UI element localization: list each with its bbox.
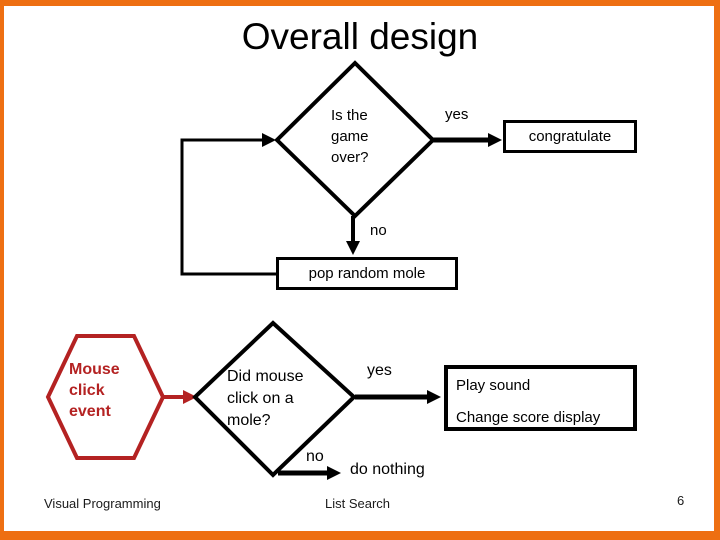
mouse-click-event-text: Mouse click event: [69, 361, 120, 420]
no-top-arrowhead-icon: [346, 241, 360, 255]
do-nothing-label: do nothing: [350, 461, 425, 478]
actions-box: Play sound Change score display: [444, 365, 637, 431]
footer-course-name: Visual Programming: [44, 496, 161, 511]
slide-title: Overall design: [241, 16, 479, 57]
mole-click-decision-shape: [192, 320, 357, 478]
no-label-top: no: [370, 222, 387, 239]
footer-page-number: 6: [677, 493, 685, 508]
change-score-text: Change score display: [456, 409, 601, 426]
loop-arrowhead-icon: [262, 133, 276, 147]
yes-top-arrowhead-icon: [488, 133, 502, 147]
pop-random-mole-box: pop random mole: [276, 257, 458, 290]
no-bottom-arrowhead-icon: [327, 466, 341, 480]
game-over-decision-text: Is the game over?: [331, 107, 369, 166]
yes-label-top: yes: [445, 106, 469, 123]
mole-click-decision-text: Did mouse click on a mole?: [227, 368, 304, 429]
yes-label-bottom: yes: [367, 362, 392, 379]
loop-connector-line: [180, 138, 276, 276]
play-sound-text: Play sound: [456, 377, 531, 394]
event-arrowhead-icon: [183, 390, 197, 404]
no-label-bottom: no: [306, 448, 324, 465]
yes-bottom-arrowhead-icon: [427, 390, 441, 404]
congratulate-box: congratulate: [503, 120, 637, 153]
footer-topic-name: List Search: [325, 496, 391, 511]
